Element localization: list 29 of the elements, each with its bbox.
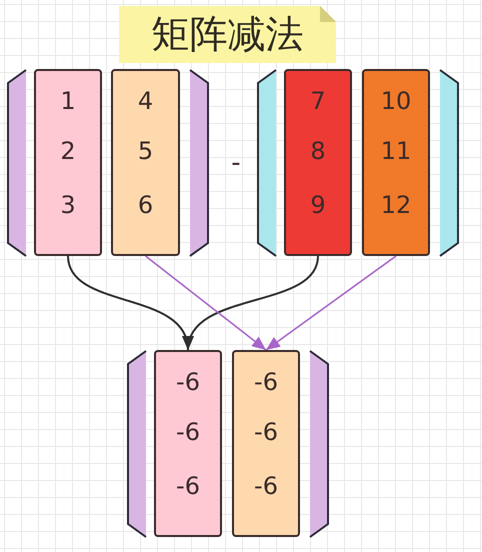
matrix-entry: -6 [176, 472, 200, 500]
matrix-entry: 3 [60, 191, 76, 219]
matrix-entry: -6 [254, 472, 278, 500]
matrix-entry: -6 [176, 418, 200, 446]
matrix-column [154, 350, 222, 537]
matrix-entry: 7 [310, 87, 326, 115]
matrix-column [362, 69, 430, 256]
matrix-column [111, 69, 180, 256]
matrix-entry: 4 [138, 87, 154, 115]
arrow [184, 256, 319, 350]
matrix-entry: 11 [380, 137, 412, 165]
arrow [266, 255, 396, 351]
matrix-column [284, 69, 352, 256]
matrix-entry: -6 [254, 368, 278, 396]
matrix-column [232, 350, 300, 537]
matrix-entry: 2 [60, 137, 76, 165]
title-note: 矩阵减法 [119, 6, 336, 63]
matrix-entry: -6 [176, 368, 200, 396]
matrix-entry: 6 [138, 191, 154, 219]
matrix-entry: 8 [310, 137, 326, 165]
matrix-entry: 9 [310, 191, 326, 219]
matrix-column [34, 69, 102, 256]
matrix-entry: 10 [380, 87, 412, 115]
minus-sign: - [231, 148, 241, 178]
matrix-entry: 1 [60, 87, 76, 115]
arrow [145, 255, 266, 351]
matrix-entry: 12 [380, 191, 412, 219]
matrix-entry: 5 [138, 137, 154, 165]
matrix-entry: -6 [254, 418, 278, 446]
